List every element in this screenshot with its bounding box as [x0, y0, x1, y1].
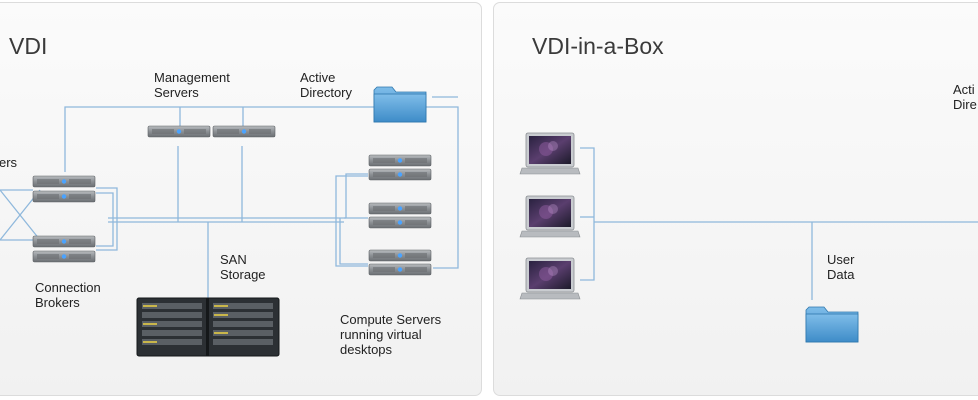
san-storage-label: SAN Storage [220, 252, 266, 282]
laptop-1 [519, 132, 581, 175]
active-directory-folder-icon [373, 86, 427, 123]
management-server-1 [147, 125, 211, 138]
san-storage-icon [136, 297, 280, 357]
compute-server-3 [368, 249, 432, 276]
user-data-folder-icon [805, 306, 859, 343]
active-directory-label-partial: Acti Dire [953, 82, 977, 112]
management-servers-label: Management Servers [154, 70, 230, 100]
vdi-in-a-box-title: VDI-in-a-Box [532, 33, 664, 59]
vdi-title: VDI [9, 33, 48, 59]
compute-server-2 [368, 202, 432, 229]
connection-broker-1 [32, 175, 96, 203]
user-data-label: User Data [827, 252, 855, 282]
connection-brokers-label: Connection Brokers [35, 280, 101, 310]
users-label: ers [0, 155, 18, 170]
vdi-connectors [0, 96, 459, 300]
connection-broker-2 [32, 235, 96, 263]
vdi-in-a-box-connectors [580, 147, 978, 300]
laptop-2 [519, 195, 581, 238]
active-directory-label: Active Directory [300, 70, 353, 100]
management-server-2 [212, 125, 276, 138]
laptop-3 [519, 257, 581, 300]
compute-servers-label: Compute Servers running virtual desktops [340, 312, 442, 357]
compute-server-1 [368, 154, 432, 181]
